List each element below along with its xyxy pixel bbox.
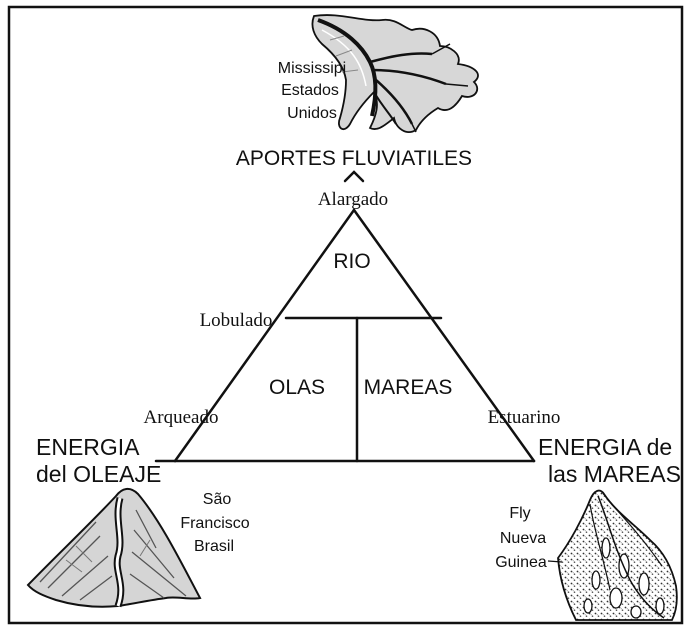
fly-leader-line [547, 560, 563, 563]
brasil-label: Brasil [194, 538, 234, 555]
mississippi-delta-map [311, 14, 479, 133]
arqueado-label: Arqueado [144, 407, 219, 428]
classification-triangle [154, 170, 536, 463]
rio-region-label: RIO [333, 250, 370, 273]
fly-label: Fly [509, 505, 530, 522]
mississippi-label: Mississipi [278, 60, 346, 77]
mareas-region-label: MAREAS [364, 376, 453, 399]
estados-label: Estados [281, 82, 339, 99]
fly-delta-map [557, 489, 678, 621]
unidos-label: Unidos [287, 105, 337, 122]
estuarino-label: Estuarino [488, 407, 561, 428]
energia-oleaje-heading-line1: ENERGIA [36, 434, 140, 460]
frame [7, 5, 684, 625]
sao-francisco-delta-map [26, 488, 202, 608]
olas-region-label: OLAS [269, 376, 325, 399]
aportes-fluviatiles-heading: APORTES FLUVIATILES [236, 147, 472, 170]
guinea-label: Guinea [495, 554, 547, 571]
sao-label: São [203, 491, 232, 508]
energia-oleaje-heading-line2: del OLEAJE [36, 461, 161, 487]
energia-mareas-heading-line2: las MAREAS [548, 461, 681, 487]
lobulado-label: Lobulado [200, 310, 273, 331]
alargado-label: Alargado [318, 189, 388, 210]
nueva-label: Nueva [500, 530, 546, 547]
francisco-label: Francisco [180, 515, 249, 532]
energia-mareas-heading-line1: ENERGIA de [538, 434, 672, 460]
